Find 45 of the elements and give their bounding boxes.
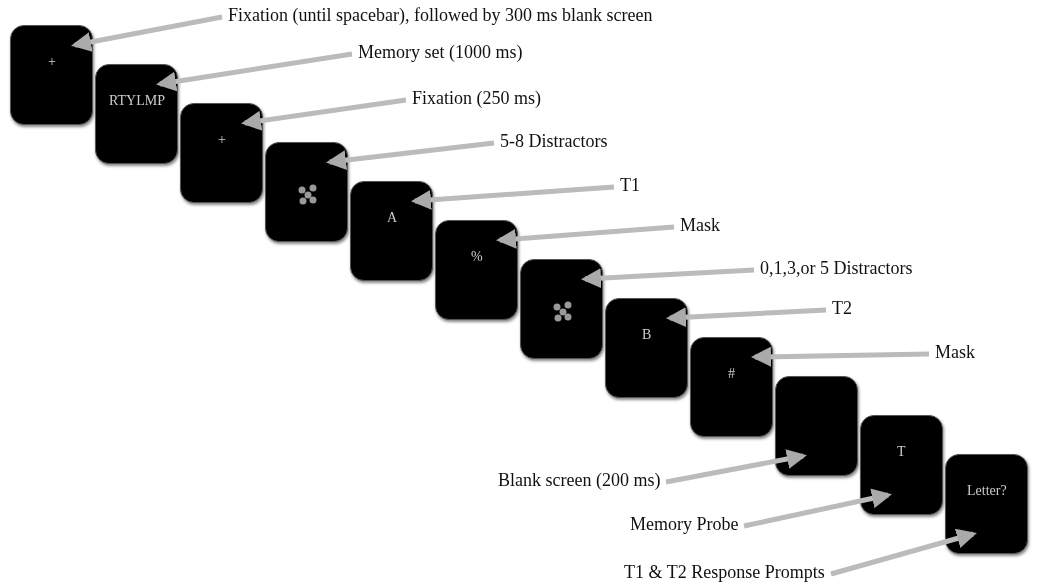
screen-frame xyxy=(775,376,858,476)
screen-frame xyxy=(435,220,518,320)
arrow xyxy=(751,346,930,367)
step-label: 5-8 Distractors xyxy=(500,130,608,152)
stimulus-text: RTYLMP xyxy=(109,93,165,109)
arrow xyxy=(830,528,977,577)
stimulus-text: + xyxy=(48,54,56,70)
step-label: T1 xyxy=(620,174,640,196)
stimulus-text: % xyxy=(471,249,483,265)
arrow xyxy=(666,307,827,328)
arrow xyxy=(665,449,807,485)
screen-frame xyxy=(265,142,348,242)
step-label: Memory set (1000 ms) xyxy=(358,41,523,63)
step-label: Fixation (250 ms) xyxy=(412,87,541,109)
step-label: Blank screen (200 ms) xyxy=(498,469,661,491)
stimulus-text: B xyxy=(642,327,652,343)
arrow xyxy=(743,488,892,529)
stimulus-text: # xyxy=(728,366,735,382)
arrow xyxy=(241,97,407,131)
step-label: T2 xyxy=(832,297,852,319)
step-label: Mask xyxy=(680,214,720,236)
step-label: 0,1,3,or 5 Distractors xyxy=(760,257,913,279)
arrow xyxy=(71,14,223,52)
screen-frame xyxy=(350,181,433,281)
screen-frame xyxy=(95,64,178,164)
step-label: T1 & T2 Response Prompts xyxy=(624,561,825,583)
screen-frame xyxy=(605,298,688,398)
stimulus-text: Letter? xyxy=(967,483,1007,499)
screen-frame xyxy=(690,337,773,437)
arrow xyxy=(326,140,495,171)
stimulus-text: T xyxy=(897,444,906,460)
screen-frame xyxy=(860,415,943,515)
screen-frame xyxy=(520,259,603,359)
stimulus-text: + xyxy=(218,132,226,148)
step-label: Memory Probe xyxy=(630,513,739,535)
arrow xyxy=(411,184,615,210)
screen-frame xyxy=(180,103,263,203)
arrow xyxy=(581,267,755,289)
screen-frame xyxy=(10,25,93,125)
step-label: Mask xyxy=(935,341,975,363)
step-label: Fixation (until spacebar), followed by 300 ms blank screen xyxy=(228,4,653,26)
arrow xyxy=(156,51,353,92)
stimulus-text: A xyxy=(387,210,398,226)
screen-frame xyxy=(945,454,1028,554)
arrow xyxy=(496,224,675,249)
